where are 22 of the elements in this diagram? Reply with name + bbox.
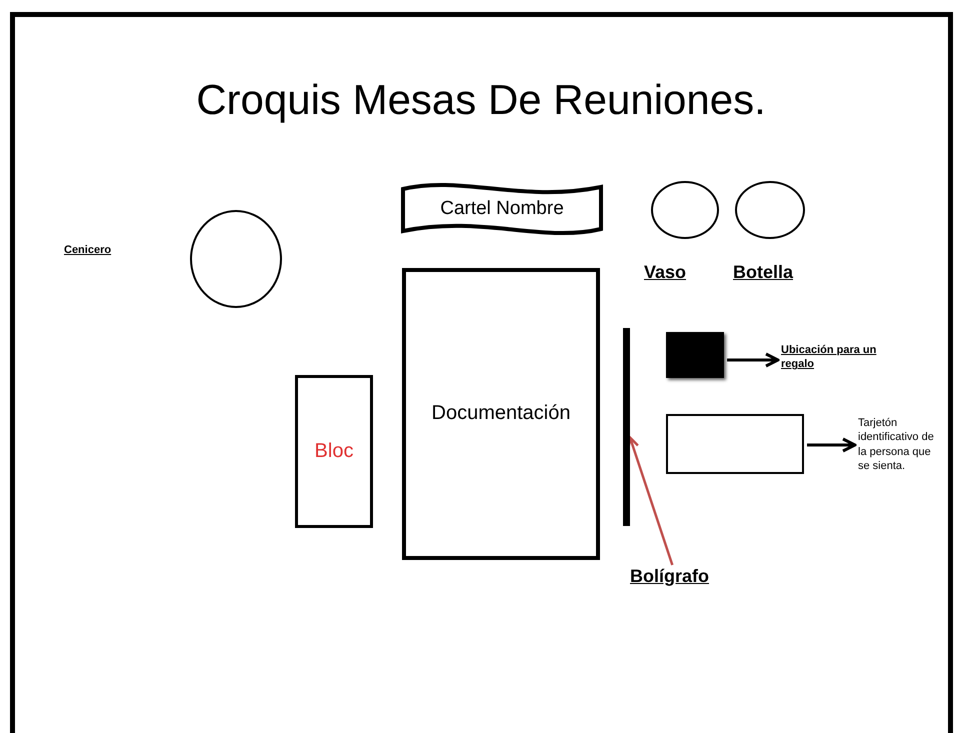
notepad-box xyxy=(295,375,373,528)
name-card-banner xyxy=(400,181,604,237)
box-label: Cartel Nombre xyxy=(440,198,564,220)
box-label: Documentación xyxy=(432,402,570,425)
document-box xyxy=(402,268,600,560)
bottle-circle xyxy=(735,181,805,239)
title: Croquis Mesas De Reuniones. xyxy=(195,76,767,124)
glass-circle xyxy=(651,181,719,239)
note-text: Tarjetón identificativo de la persona que se sienta. xyxy=(858,416,942,516)
card-rectangle xyxy=(666,414,804,474)
ashtray-circle xyxy=(190,210,282,308)
item-label: Vaso xyxy=(643,262,688,283)
arrow xyxy=(807,438,856,452)
pen-bar xyxy=(623,328,630,526)
arrow xyxy=(727,352,780,368)
leader-line xyxy=(627,436,674,566)
note-text: Ubicación para un regalo xyxy=(781,343,906,377)
item-label: Botella xyxy=(733,262,794,283)
box-label: Bloc xyxy=(314,440,354,463)
pen-label: Bolígrafo xyxy=(630,565,724,593)
item-label: Cenicero xyxy=(64,244,112,256)
gift-square xyxy=(666,332,724,378)
